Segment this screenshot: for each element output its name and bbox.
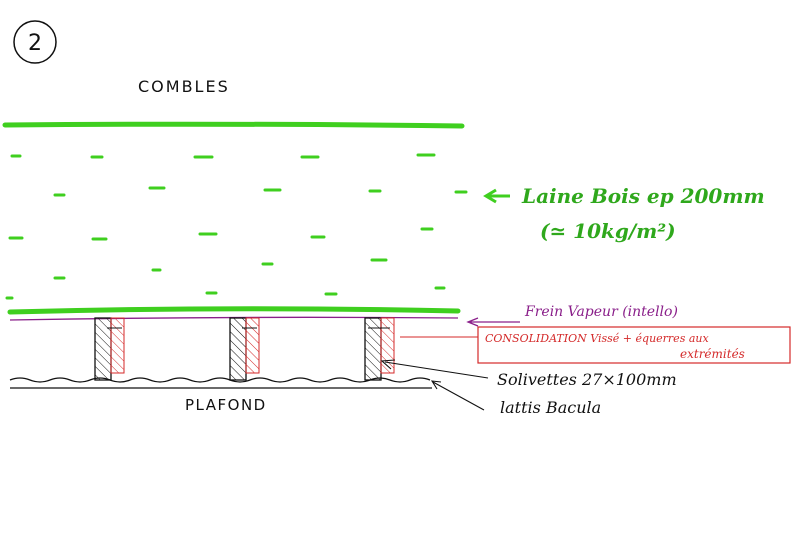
vapour-barrier-label: Frein Vapeur (intello) [524, 304, 678, 320]
sheet-number: 2 [28, 31, 42, 56]
insulation-label: Laine Bois ep 200mm [521, 184, 765, 208]
insulation-dashes [5, 153, 468, 300]
ceiling-label: PLAFOND [185, 396, 267, 414]
attic-label: COMBLES [138, 77, 230, 96]
sheet-number-badge: 2 [13, 20, 57, 64]
lath-line [9, 377, 431, 383]
insulation-annotation: Laine Bois ep 200mm (≃ 10kg/m²) [483, 184, 765, 243]
arrow-left-icon [466, 317, 520, 327]
insulation-layer [2, 121, 468, 315]
joists-label: Solivettes 27×100mm [497, 370, 677, 389]
joist-leader-arrow-icon [380, 359, 489, 379]
consolidation-box [477, 326, 791, 364]
joists [94, 317, 395, 381]
lath-label: lattis Bacula [500, 398, 601, 417]
insulation-bottom-line [7, 306, 461, 315]
joist [94, 317, 125, 381]
consolidation-label-2: extrémités [680, 347, 745, 361]
lath-leader-arrow-icon [430, 380, 485, 411]
insulation-top-line [2, 121, 465, 129]
arrow-left-icon [483, 188, 510, 204]
joist [364, 317, 395, 381]
insulation-density-label: (≃ 10kg/m²) [540, 219, 676, 243]
consolidation-label: CONSOLIDATION Vissé + équerres aux [485, 332, 709, 345]
joist [229, 317, 260, 381]
